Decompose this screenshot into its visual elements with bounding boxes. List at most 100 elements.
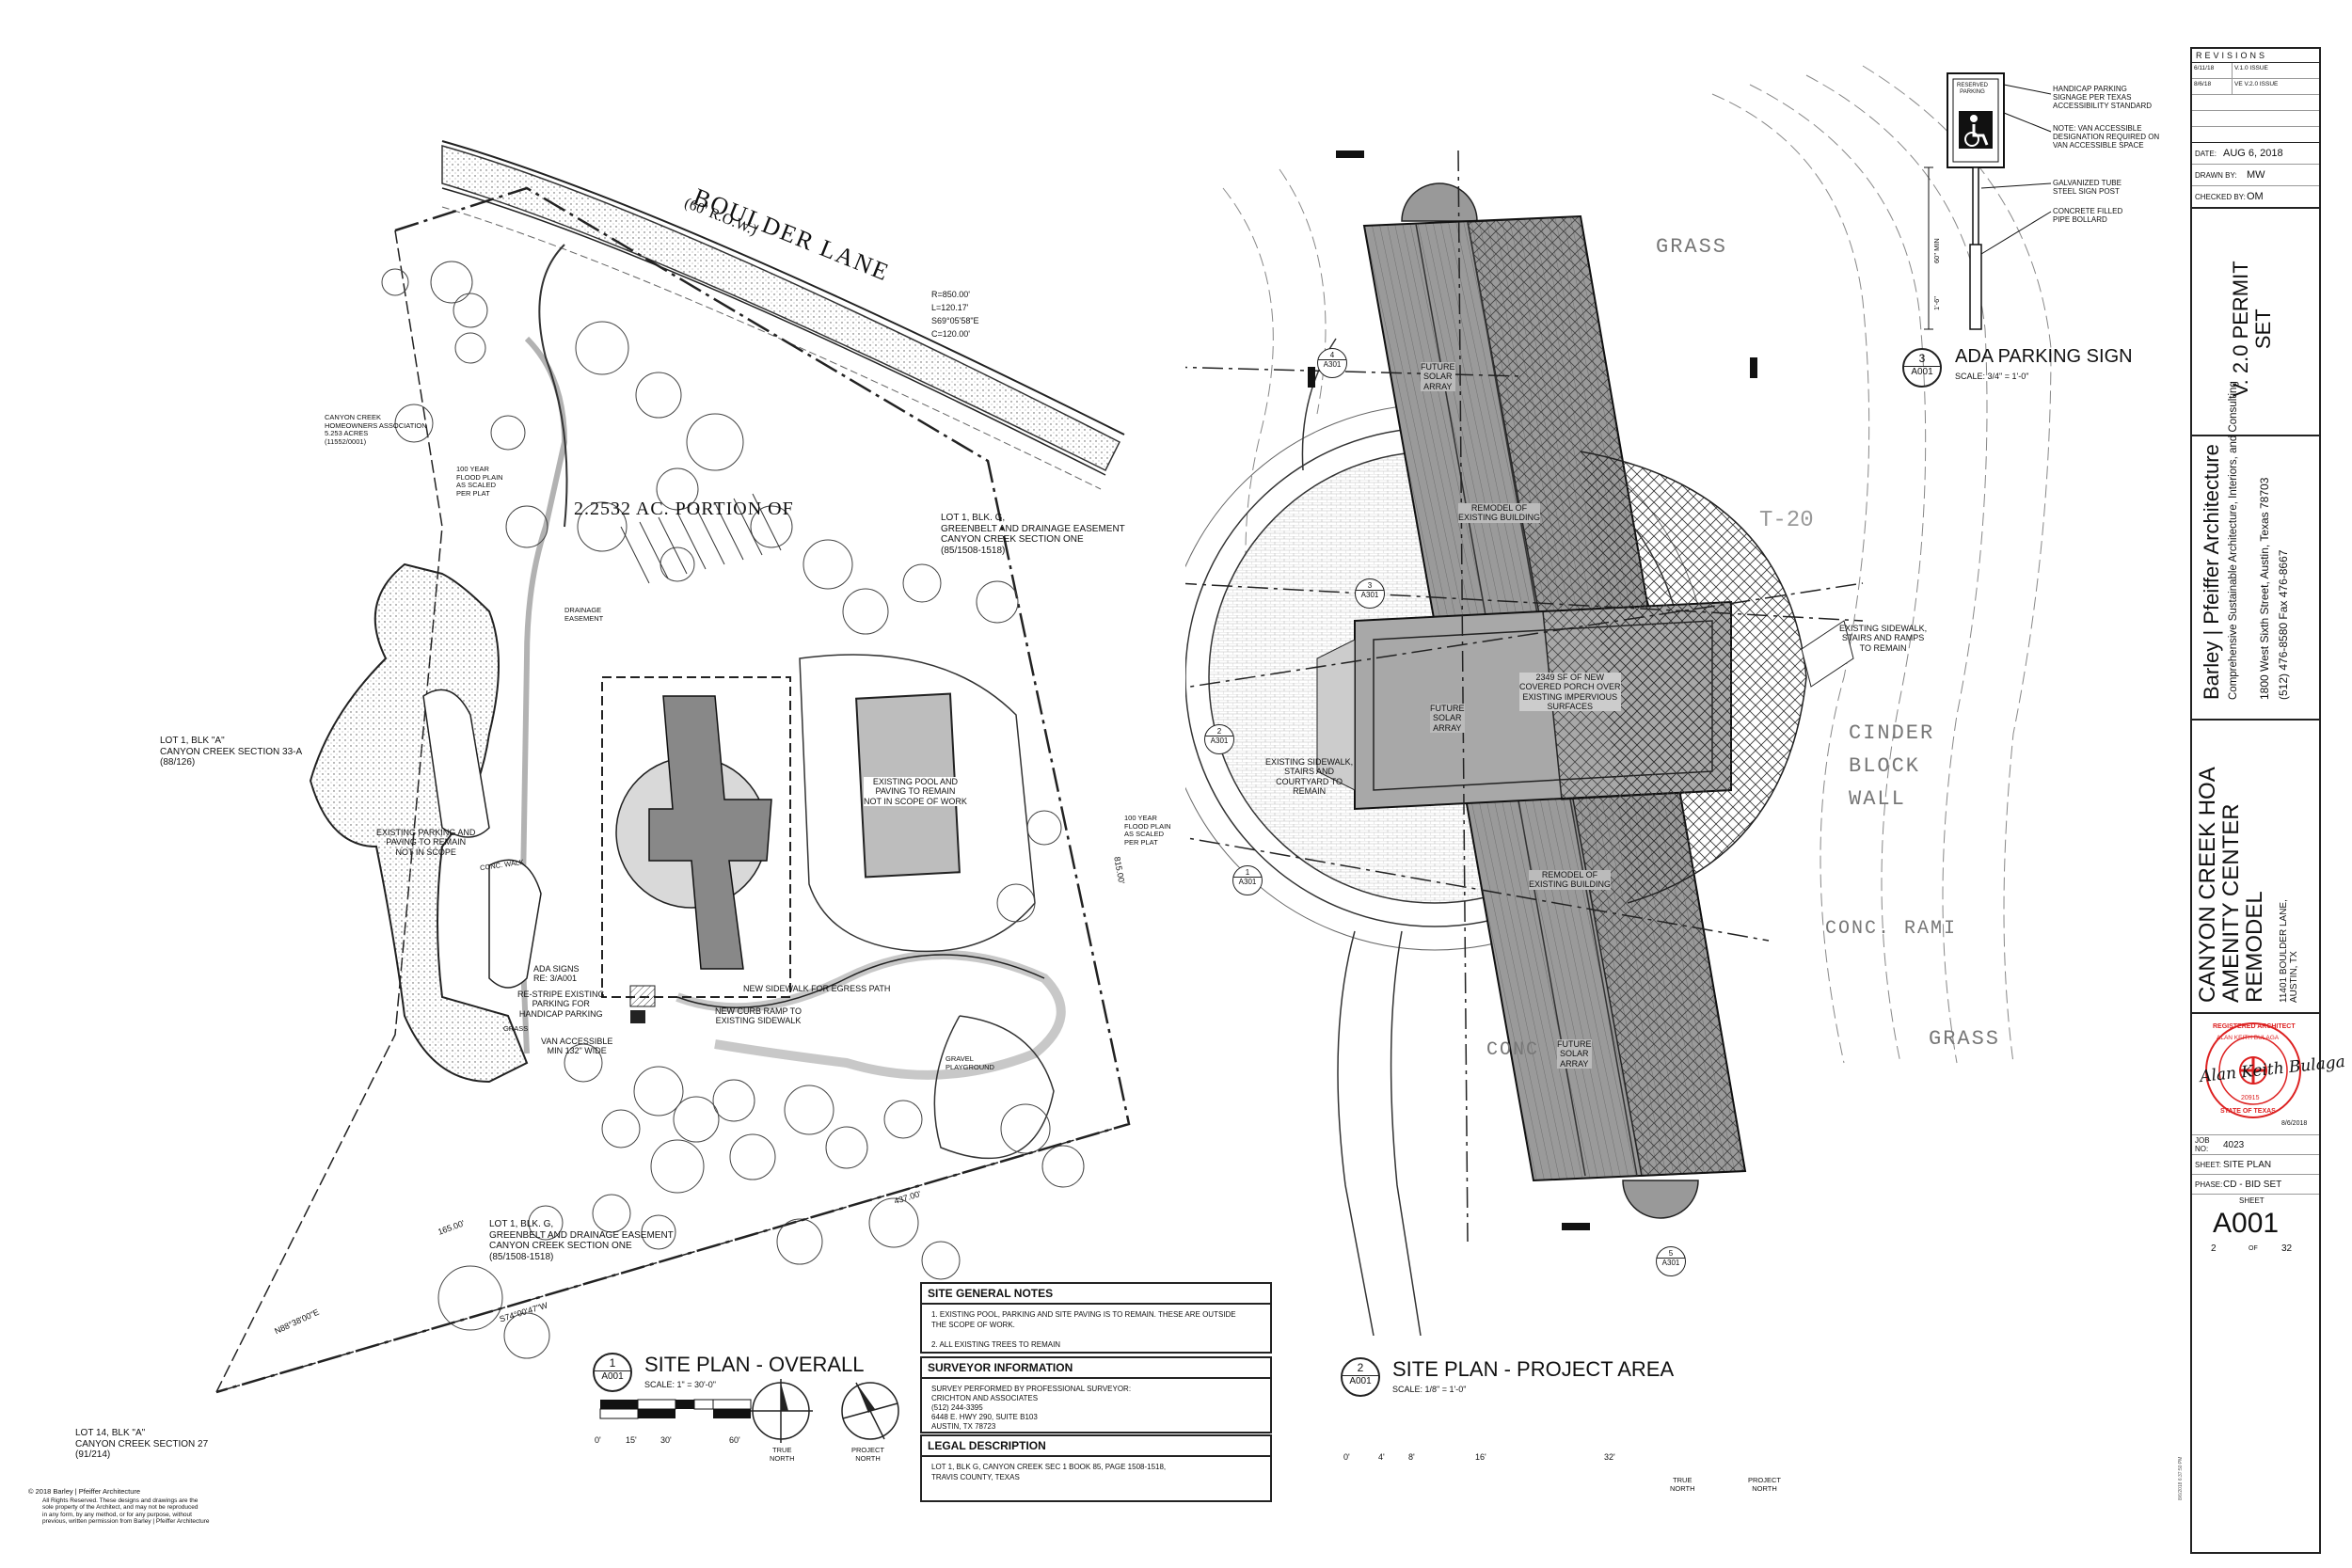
label-restripe: RE-STRIPE EXISTING PARKING FOR HANDICAP … xyxy=(517,990,605,1019)
revision-date: 8/6/18 xyxy=(2192,79,2233,94)
sheet-caption: SHEET xyxy=(2239,1196,2265,1205)
label-van-accessible: VAN ACCESSIBLE MIN 132" WIDE xyxy=(541,1037,613,1056)
revisions-table: 6/11/18 V.1.0 ISSUE 8/6/18 VE V.2.0 ISSU… xyxy=(2192,63,2319,143)
curve-data-1: R=850.00' xyxy=(931,290,971,299)
detail-bubble-2: 2 A001 xyxy=(1341,1357,1380,1397)
detail-sheet-2: A001 xyxy=(1343,1374,1378,1387)
parking-loop xyxy=(309,562,529,1084)
contour-lines xyxy=(1222,65,2052,1064)
set-name-cell: V. 2.0 PERMIT SET xyxy=(2192,209,2319,436)
section-tag-3: 3 A301 xyxy=(1355,578,1385,609)
boulder-lane-road xyxy=(441,145,1121,472)
section-tag-5-sheet: A301 xyxy=(1657,1258,1685,1267)
firm-phone: (512) 476-8580 Fax 476-8667 xyxy=(2277,549,2290,700)
label-grass-top: GRASS xyxy=(1656,235,1728,259)
label-lot1-blk-a: LOT 1, BLK "A" CANYON CREEK SECTION 33-A… xyxy=(160,736,303,768)
scale-label-project: SCALE: 1/8" = 1'-0" xyxy=(1392,1385,1467,1394)
ada-note-2: NOTE: VAN ACCESSIBLE DESIGNATION REQUIRE… xyxy=(2053,124,2160,150)
firm-tagline: Comprehensive Sustainable Architecture, … xyxy=(2228,381,2239,700)
label-conc: CONC xyxy=(1486,1039,1540,1061)
scale-tick-2: 30' xyxy=(660,1435,672,1445)
label-remodel-2: REMODEL OF EXISTING BUILDING xyxy=(1529,870,1612,890)
seal-state: STATE OF TEXAS xyxy=(2220,1108,2276,1115)
scale-tick-p0: 0' xyxy=(1343,1452,1350,1462)
scale-tick-p4: 32' xyxy=(1604,1452,1615,1462)
label-lot1-blk-g-lower: LOT 1, BLK. G, GREENBELT AND DRAINAGE EA… xyxy=(489,1219,674,1262)
job-row: JOB NO: 4023 xyxy=(2192,1135,2319,1155)
surveyor-body: SURVEY PERFORMED BY PROFESSIONAL SURVEYO… xyxy=(931,1385,1132,1431)
drawn-row: DRAWN BY: MW xyxy=(2192,165,2319,186)
scale-tick-p1: 4' xyxy=(1378,1452,1385,1462)
section-tag-4: 4 A301 xyxy=(1317,348,1347,378)
label-gravel-playground: GRAVEL PLAYGROUND xyxy=(946,1054,994,1071)
sheet-number-cell: SHEET A001 2 OF 32 xyxy=(2192,1195,2319,1260)
general-notes-body: 1. EXISTING POOL, PARKING AND SITE PAVIN… xyxy=(931,1310,1236,1350)
north-arrows-overall xyxy=(749,1379,899,1443)
revision-desc: VE V.2.0 ISSUE xyxy=(2234,81,2279,87)
label-covered-porch: 2349 SF OF NEW COVERED PORCH OVER EXISTI… xyxy=(1519,673,1621,712)
section-tag-5: 5 A301 xyxy=(1656,1246,1686,1276)
label-lot1-blk-g-upper: LOT 1, BLK. G, GREENBELT AND DRAINAGE EA… xyxy=(941,513,1125,556)
job-value: 4023 xyxy=(2223,1139,2245,1150)
vertical-file-stamp: 8/6/2018 6:37:50 PM xyxy=(2178,1456,2184,1500)
seal-date: 8/6/2018 xyxy=(2281,1120,2308,1127)
scale-tick-p3: 16' xyxy=(1475,1452,1486,1462)
section-tag-5-num: 5 xyxy=(1668,1249,1674,1258)
ada-scale-value: 3/4" = 1'-0" xyxy=(1987,372,2029,381)
label-tree-tag: T-20 xyxy=(1759,508,1814,533)
firm-name: Barley | Pfeiffer Architecture xyxy=(2200,444,2223,700)
section-tag-1: 1 A301 xyxy=(1232,865,1263,895)
label-conc-ramp: CONC. RAMI xyxy=(1825,918,1958,940)
checked-label: CHECKED BY: xyxy=(2195,192,2246,201)
label-cinder-block-wall: CINDER BLOCK WALL xyxy=(1849,721,1935,812)
true-north-label-project: TRUE NORTH xyxy=(1670,1476,1695,1493)
checked-value: OM xyxy=(2247,191,2264,202)
project-address: 11401 BOULDER LANE, AUSTIN, TX xyxy=(2279,899,2299,1003)
scale-tick-0: 0' xyxy=(595,1435,601,1445)
curve-data-2: L=120.17' xyxy=(931,303,969,312)
sheet-label: SHEET: xyxy=(2195,1160,2222,1169)
scale-value-project: 1/8" = 1'-0" xyxy=(1424,1385,1467,1394)
phase-value: CD - BID SET xyxy=(2223,1179,2282,1190)
label-remodel-1: REMODEL OF EXISTING BUILDING xyxy=(1458,503,1541,523)
project-north-label-project: PROJECT NORTH xyxy=(1748,1476,1782,1493)
ada-sign-drawing xyxy=(1924,72,2052,330)
scale-tick-p2: 8' xyxy=(1408,1452,1415,1462)
existing-trees xyxy=(381,261,1085,1359)
detail-bubble-1: 1 A001 xyxy=(593,1353,632,1392)
label-hoa: CANYON CREEK HOMEOWNERS ASSOCIATION 5.25… xyxy=(325,413,427,446)
checked-row: CHECKED BY: OM xyxy=(2192,186,2319,209)
legal-body: LOT 1, BLK G, CANYON CREEK SEC 1 BOOK 85… xyxy=(931,1463,1167,1481)
project-area-outline xyxy=(601,676,791,998)
revisions-title: REVISIONS xyxy=(2192,49,2319,63)
ada-note-1: HANDICAP PARKING SIGNAGE PER TEXAS ACCES… xyxy=(2053,85,2153,111)
copyright-body: All Rights Reserved. These designs and d… xyxy=(42,1497,210,1526)
date-label: DATE: xyxy=(2195,149,2217,158)
building-footprint-overall xyxy=(648,695,772,970)
ada-sign-title: ADA PARKING SIGN xyxy=(1955,346,2133,367)
firm-address: 1800 West Sixth Street, Austin, Texas 78… xyxy=(2258,477,2271,700)
sheet-total: 32 xyxy=(2281,1243,2293,1254)
revision-row: 6/11/18 V.1.0 ISSUE xyxy=(2192,63,2319,79)
label-drainage: DRAINAGE EASEMENT xyxy=(564,606,604,623)
revision-date: 6/11/18 xyxy=(2192,63,2233,78)
seal-number: 20915 xyxy=(2241,1095,2260,1101)
drawn-value: MW xyxy=(2247,169,2265,181)
scale-tick-1: 15' xyxy=(626,1435,637,1445)
detail-num-1: 1 xyxy=(609,1356,616,1370)
revision-row: 8/6/18 VE V.2.0 ISSUE xyxy=(2192,79,2319,95)
sheet-row: SHEET: SITE PLAN xyxy=(2192,1155,2319,1175)
curve-data-3: S69°05'58"E xyxy=(931,316,979,325)
section-tag-1-sheet: A301 xyxy=(1233,877,1262,886)
section-tag-2: 2 A301 xyxy=(1204,724,1234,754)
parcel-title: 2.2532 AC. PORTION OF xyxy=(574,499,794,519)
label-new-sidewalk: NEW SIDEWALK FOR EGRESS PATH xyxy=(743,984,891,993)
section-tag-2-num: 2 xyxy=(1216,727,1222,736)
surveyor-title: SURVEYOR INFORMATION xyxy=(922,1358,1270,1379)
ada-sign-text: RESERVED PARKING xyxy=(1957,83,1988,95)
project-north-label-overall: PROJECT NORTH xyxy=(851,1446,885,1463)
label-curb-ramp: NEW CURB RAMP TO EXISTING SIDEWALK xyxy=(715,1006,803,1026)
sheet-value: SITE PLAN xyxy=(2223,1159,2272,1170)
label-future-solar-3: FUTURE SOLAR ARRAY xyxy=(1557,1039,1592,1069)
label-flood-plain-2: 100 YEAR FLOOD PLAIN AS SCALED PER PLAT xyxy=(1124,814,1171,847)
